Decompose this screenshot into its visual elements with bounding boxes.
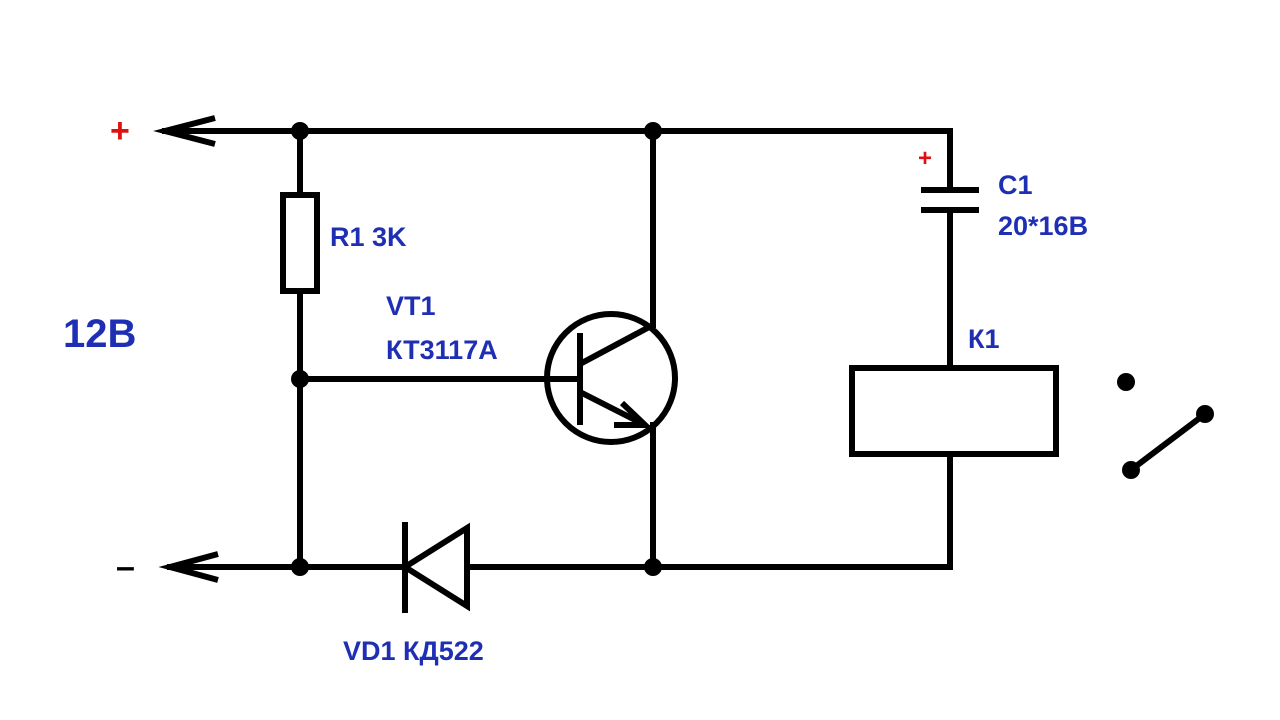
junction-dot bbox=[291, 370, 309, 388]
c1-value-label: 20*16В bbox=[998, 211, 1088, 241]
resistor-r1-body bbox=[280, 192, 320, 294]
relay-k1-coil bbox=[849, 365, 1059, 457]
diode-vd1 bbox=[399, 522, 470, 613]
junction-dot bbox=[644, 558, 662, 576]
r1-label: R1 3K bbox=[330, 222, 407, 252]
vt1-part-label: КТ3117А bbox=[386, 335, 498, 365]
k1-label: К1 bbox=[968, 324, 1000, 354]
vd1-label: VD1 КД522 bbox=[343, 636, 484, 666]
c1-polarity-sign: + bbox=[918, 145, 932, 172]
capacitor-c1 bbox=[921, 187, 979, 213]
supply-plus-sign: + bbox=[110, 112, 130, 150]
supply-voltage-label: 12В bbox=[63, 312, 136, 356]
c1-name-label: C1 bbox=[998, 170, 1033, 200]
junction-dot bbox=[291, 122, 309, 140]
transistor-vt1 bbox=[544, 311, 678, 445]
plus-terminal-arrow bbox=[153, 115, 303, 147]
minus-terminal-arrow bbox=[158, 551, 303, 583]
supply-minus-sign: – bbox=[116, 548, 135, 586]
junction-dot bbox=[644, 122, 662, 140]
vt1-name-label: VT1 bbox=[386, 291, 436, 321]
relay-contact-switch bbox=[1117, 373, 1214, 479]
junction-dot bbox=[291, 558, 309, 576]
